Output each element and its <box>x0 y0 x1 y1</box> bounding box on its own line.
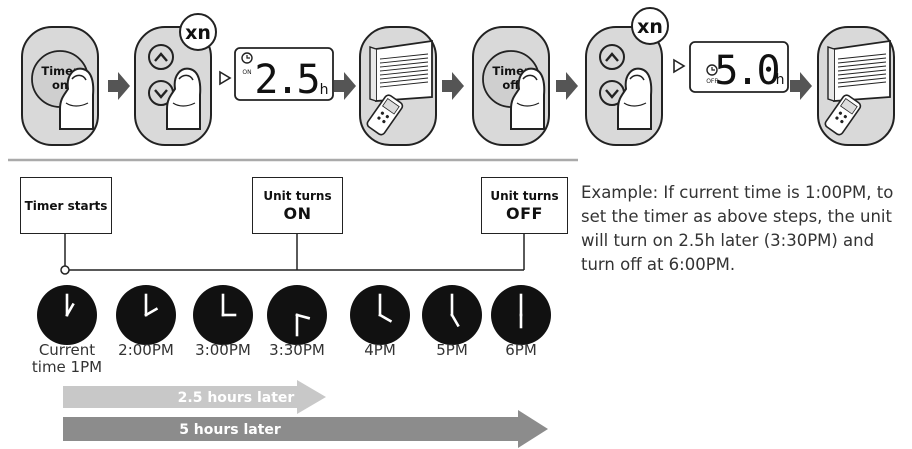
clock-hour-hand <box>295 313 311 320</box>
box-timer-starts: Timer starts <box>20 177 112 234</box>
timer-display-on: ON 2.5 h <box>234 47 334 103</box>
clock-icon <box>422 285 482 345</box>
display-mode-on: ON <box>242 69 251 76</box>
example-text: Example: If current time is 1:00PM, to s… <box>581 183 894 274</box>
svg-text:xn: xn <box>637 16 663 38</box>
chevron-up-icon[interactable] <box>599 44 625 70</box>
box-timer-starts-label: Timer starts <box>24 198 108 213</box>
clock-label: 2:00PM <box>118 341 174 359</box>
clock-label: 3:30PM <box>269 341 325 359</box>
clock-label: 5PM <box>436 341 468 359</box>
step-adjust-panel-2 <box>585 26 663 146</box>
clock-icon <box>350 285 410 345</box>
display-value-off: 5.0 <box>714 48 778 94</box>
step-arrow-icon <box>442 72 464 100</box>
remote-control-icon <box>366 94 404 136</box>
clock-hour-hand <box>65 302 75 317</box>
air-conditioner-icon <box>369 39 433 102</box>
air-conditioner-icon <box>827 39 891 102</box>
step-ac-panel-2 <box>817 26 895 146</box>
repeat-badge-2: xn <box>631 7 669 45</box>
display-unit-on: h <box>320 82 329 98</box>
repeat-badge: xn <box>179 13 217 51</box>
display-mode-off: OFF <box>706 78 718 85</box>
step-timer-off-panel: Timer off <box>472 26 550 146</box>
box-unit-on-line1: Unit turns <box>263 188 332 203</box>
box-unit-on-line2: ON <box>283 203 312 223</box>
display-value-on: 2.5 <box>254 57 317 103</box>
remote-control-icon <box>824 94 862 136</box>
clock-icon <box>706 64 718 76</box>
clock-icon <box>267 285 327 345</box>
box-unit-off-line1: Unit turns <box>490 188 559 203</box>
clock-hour-hand <box>378 313 393 323</box>
step-arrow-icon <box>790 72 812 100</box>
clock-label: 3:00PM <box>195 341 251 359</box>
clock-label: 6PM <box>505 341 537 359</box>
svg-text:xn: xn <box>185 22 211 44</box>
step-arrow-icon <box>334 72 356 100</box>
play-triangle-icon <box>673 58 686 74</box>
arrow-5-hours: 5 hours later <box>63 410 548 448</box>
timeline <box>64 234 525 271</box>
clock-hour-hand <box>144 307 159 317</box>
play-triangle-icon <box>219 70 232 86</box>
clock-icon <box>193 285 253 345</box>
arrow-short-label: 2.5 hours later <box>178 390 295 406</box>
step-ac-panel <box>359 26 437 146</box>
clock-label: 4PM <box>364 341 396 359</box>
clock-icon <box>116 285 176 345</box>
clock-label: Current time 1PM <box>31 341 103 376</box>
step-adjust-panel <box>134 26 212 146</box>
arrow-2-5-hours: 2.5 hours later <box>63 380 326 414</box>
timeline-start-dot <box>60 265 70 275</box>
timer-display-off: OFF 5.0 h <box>689 41 789 94</box>
step-arrow-icon <box>108 72 130 100</box>
clock-hour-hand <box>450 313 460 328</box>
clock-icon <box>37 285 97 345</box>
timer-on-label-2: on <box>52 78 68 92</box>
clock-icon <box>491 285 551 345</box>
timer-off-label-2: off <box>502 78 520 92</box>
arrow-long-label: 5 hours later <box>179 422 281 438</box>
chevron-up-icon[interactable] <box>148 44 174 70</box>
box-unit-off: Unit turns OFF <box>481 177 568 234</box>
step-arrow-icon <box>556 72 578 100</box>
step-timer-on-panel: Timer on <box>21 26 99 146</box>
clock-row <box>37 285 551 345</box>
box-unit-on: Unit turns ON <box>252 177 343 234</box>
display-unit-off: h <box>776 72 785 88</box>
clock-icon <box>241 52 253 64</box>
box-unit-off-line2: OFF <box>506 203 543 223</box>
